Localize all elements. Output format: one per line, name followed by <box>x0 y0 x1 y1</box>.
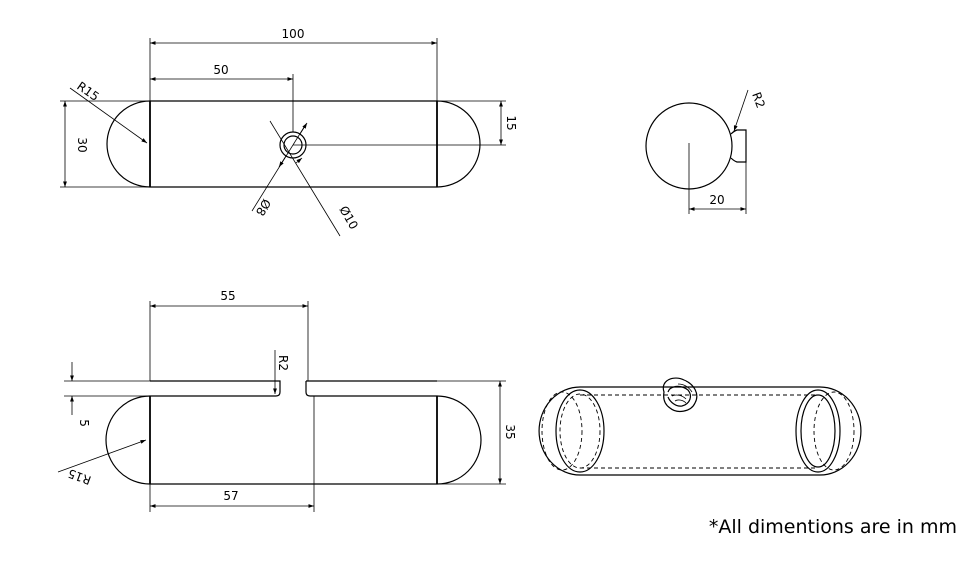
dim-width: 30 <box>60 100 150 188</box>
side-view: R2 20 <box>645 89 768 214</box>
top-view: 100 50 30 15 R15 <box>60 27 518 237</box>
dim-inner-hole: Ø8 <box>251 122 308 219</box>
dim-outer-hole-label: Ø10 <box>336 204 360 232</box>
dim-slot-depth-label: 5 <box>77 419 91 427</box>
dim-end-radius-bottom-label: R15 <box>66 466 93 487</box>
dim-stem-length-label: 20 <box>709 193 724 207</box>
dim-height-label: 35 <box>503 424 517 439</box>
dim-stem-length: 20 <box>688 149 747 214</box>
dim-slot-position: 55 <box>149 289 309 381</box>
iso-knob <box>662 377 698 413</box>
side-view-stem <box>730 129 747 163</box>
dim-inner-hole-label: Ø8 <box>253 197 274 219</box>
dim-overall-length: 100 <box>149 27 438 101</box>
dim-hole-offset: 50 <box>150 63 294 132</box>
dim-slot-position-label: 55 <box>220 289 235 303</box>
dim-half-width-label: 15 <box>504 115 518 130</box>
dim-fillet-radius: R2 <box>733 89 768 132</box>
iso-left-end <box>555 389 605 473</box>
dim-hole-offset-label: 50 <box>213 63 228 77</box>
units-note: *All dimentions are in mm <box>708 516 957 538</box>
top-view-hole <box>279 131 480 159</box>
iso-outer-body <box>538 386 862 476</box>
dim-slot-fillet-label: R2 <box>276 355 290 371</box>
iso-right-end <box>795 389 841 473</box>
dim-slot-fillet: R2 <box>273 350 290 394</box>
dim-height: 35 <box>437 380 517 485</box>
front-view-outline <box>105 380 482 485</box>
dim-slot-end-label: 57 <box>223 489 238 503</box>
dim-slot-depth: 5 <box>64 362 150 427</box>
dim-width-label: 30 <box>75 137 89 152</box>
dim-overall-length-label: 100 <box>282 27 305 41</box>
front-view: 55 R2 5 R15 35 <box>57 289 517 512</box>
dim-outer-hole: Ø10 <box>269 120 361 237</box>
dim-fillet-radius-label: R2 <box>749 90 768 110</box>
dim-half-width: 15 <box>437 100 518 146</box>
dim-end-radius-top-label: R15 <box>74 79 101 104</box>
isometric-view <box>538 377 862 476</box>
dim-slot-end: 57 <box>149 484 315 512</box>
top-view-outline <box>106 100 481 188</box>
